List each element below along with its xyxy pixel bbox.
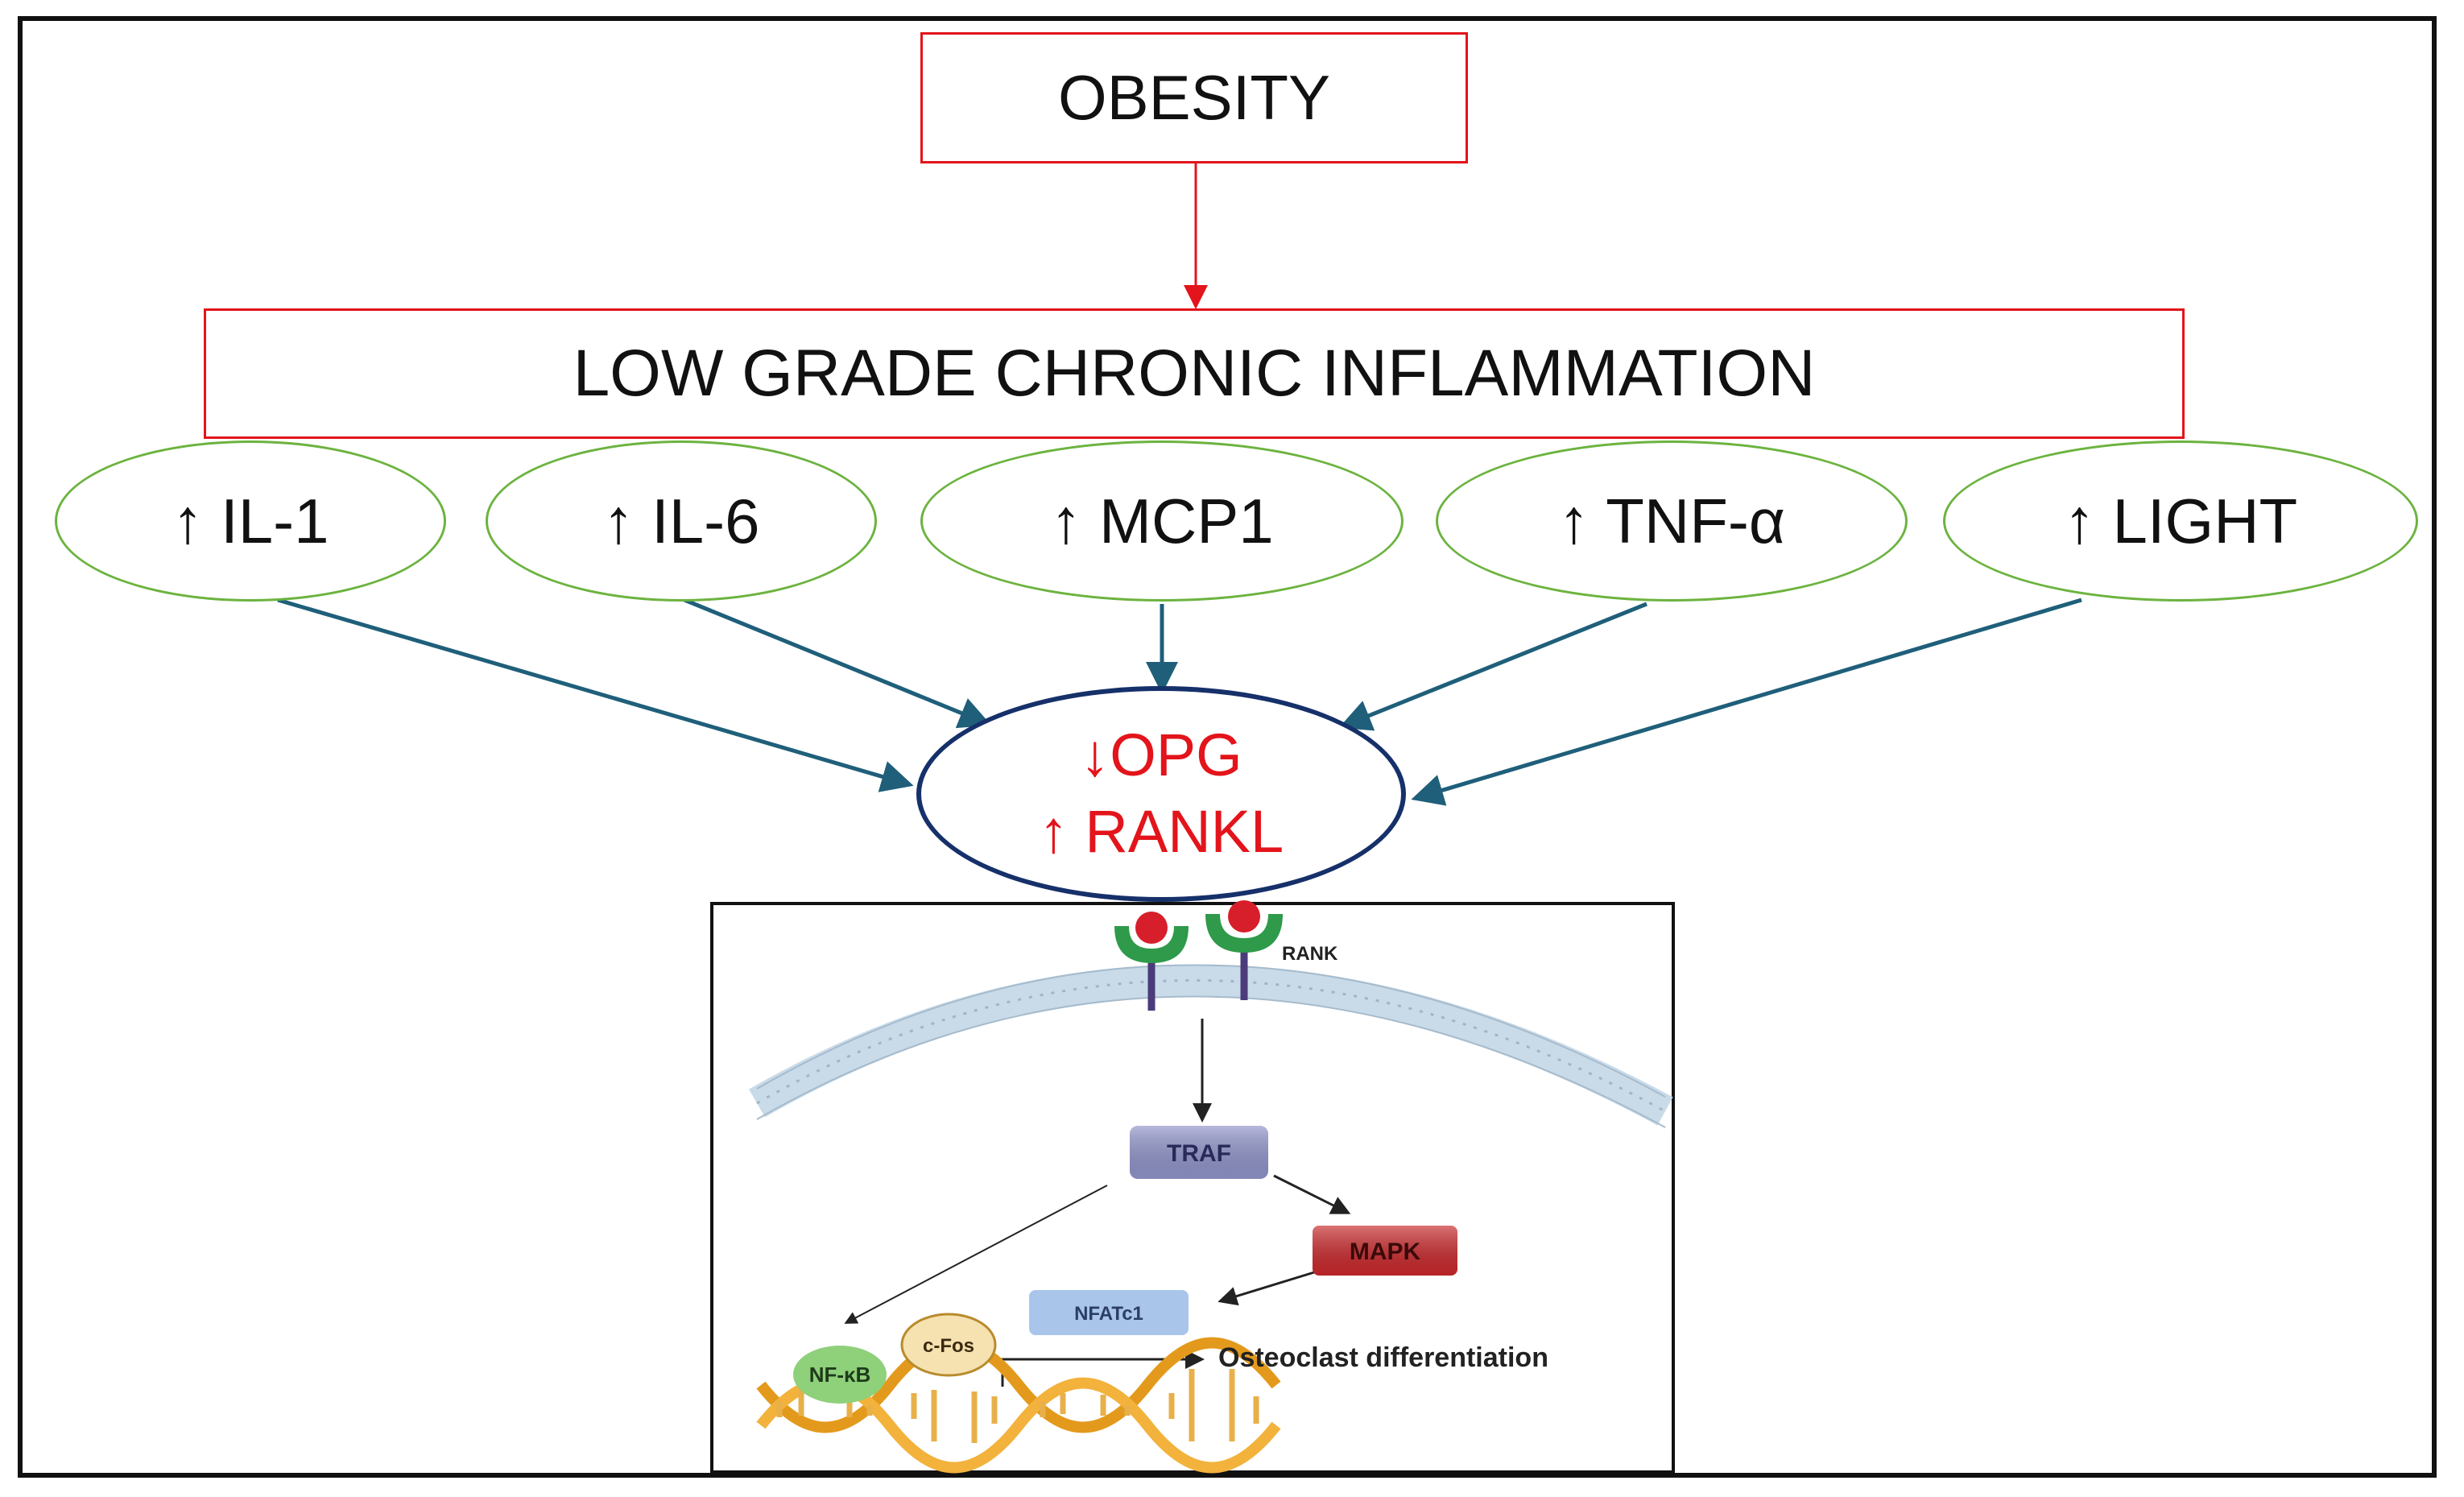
traf-label: TRAF bbox=[1167, 1140, 1231, 1167]
obesity-box: OBESITY bbox=[920, 32, 1468, 163]
mapk-label: MAPK bbox=[1350, 1239, 1421, 1265]
rankl-label: ↑ RANKL bbox=[1038, 798, 1284, 865]
il1-arrow bbox=[277, 598, 914, 792]
nfkb-node: NF-κB bbox=[793, 1346, 887, 1404]
figure-frame bbox=[18, 16, 2437, 1478]
opg-rankl-ellipse: ↓OPG ↑ RANKL bbox=[916, 686, 1406, 902]
cytokine-light-label: ↑ LIGHT bbox=[2063, 485, 2298, 556]
opg-label: ↓OPG bbox=[1080, 722, 1242, 789]
nfatc1-label: NFATc1 bbox=[1074, 1303, 1143, 1325]
rank-receptor-right bbox=[1205, 900, 1283, 1000]
light-arrow bbox=[1411, 598, 2082, 806]
mapk-node: MAPK bbox=[1313, 1226, 1457, 1276]
inflammation-box: LOW GRADE CHRONIC INFLAMMATION bbox=[204, 308, 2185, 439]
traf-to-nfkb-arrow bbox=[844, 1185, 1108, 1324]
tnfa-arrow bbox=[1338, 602, 1647, 731]
cell-membrane bbox=[749, 964, 1673, 1126]
cytokine-mcp1-label: ↑ MCP1 bbox=[1050, 485, 1274, 556]
cytokine-il1: ↑ IL-1 bbox=[55, 440, 446, 602]
cytokine-il6: ↑ IL-6 bbox=[486, 440, 877, 602]
nfatc1-node: NFATc1 bbox=[1029, 1290, 1189, 1335]
rank-receptor-left bbox=[1114, 912, 1189, 1011]
il6-arrow bbox=[684, 598, 992, 729]
cytokine-mcp1: ↑ MCP1 bbox=[920, 440, 1404, 602]
cfos-node: c-Fos bbox=[900, 1313, 997, 1377]
osteoclast-differentiation-label: Osteoclast differentiation bbox=[1218, 1342, 1548, 1373]
cytokine-tnfa: ↑ TNF-α bbox=[1436, 440, 1908, 602]
inflammation-label: LOW GRADE CHRONIC INFLAMMATION bbox=[573, 337, 1816, 410]
mapk-to-nfatc1-arrow bbox=[1218, 1271, 1315, 1306]
cytokine-il6-label: ↑ IL-6 bbox=[602, 485, 760, 556]
cfos-label: c-Fos bbox=[923, 1335, 974, 1357]
cytokine-il1-label: ↑ IL-1 bbox=[172, 485, 329, 556]
traf-node: TRAF bbox=[1130, 1126, 1268, 1179]
cytokine-light: ↑ LIGHT bbox=[1943, 440, 2418, 602]
cytokine-tnfa-label: ↑ TNF-α bbox=[1558, 485, 1785, 556]
rank-label: RANK bbox=[1282, 943, 1338, 965]
traf-to-mapk-arrow bbox=[1273, 1174, 1351, 1214]
obesity-label: OBESITY bbox=[1057, 62, 1331, 133]
nfkb-label: NF-κB bbox=[809, 1363, 871, 1387]
